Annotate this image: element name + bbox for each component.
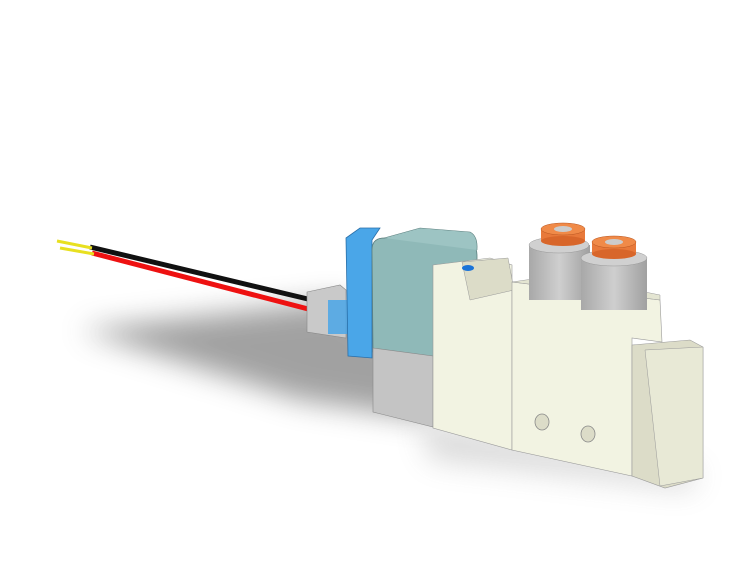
wire-tip xyxy=(59,246,95,256)
port-hole xyxy=(534,413,550,431)
indicator-light xyxy=(462,265,474,271)
black-wire xyxy=(89,244,313,303)
lead-wires xyxy=(56,239,313,313)
fitting-2 xyxy=(580,235,648,310)
port-hole xyxy=(580,425,596,443)
wire-tip xyxy=(56,239,93,250)
base xyxy=(372,347,434,428)
cover xyxy=(345,227,381,359)
connector xyxy=(306,284,348,339)
red-wire xyxy=(91,250,313,313)
fitting-1 xyxy=(528,222,590,300)
